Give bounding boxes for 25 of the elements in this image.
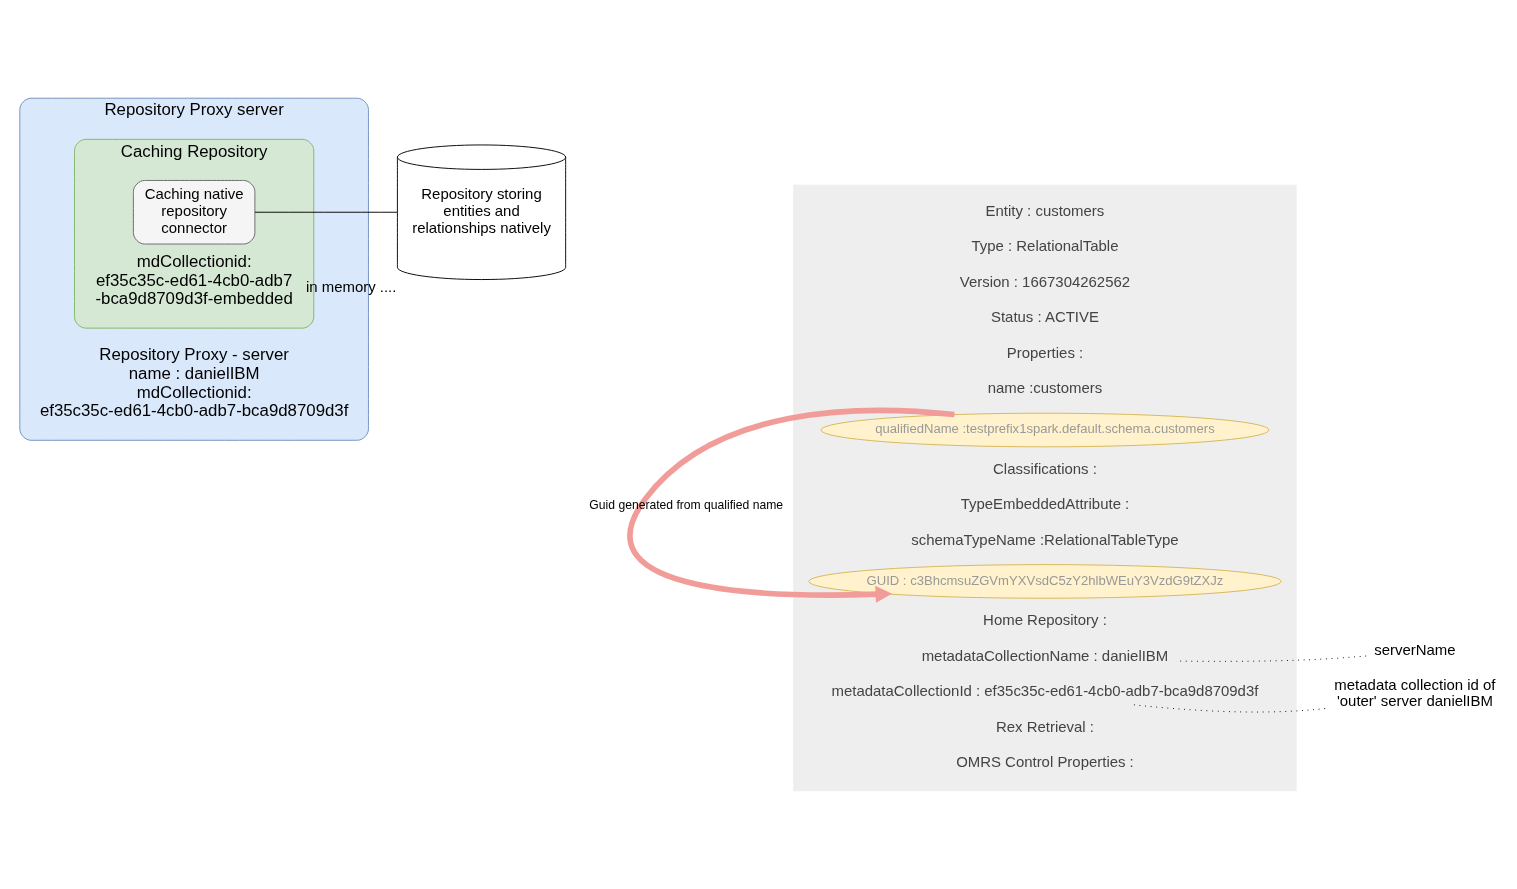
node-text: serverName <box>1374 641 1456 659</box>
node-text: Status : ACTIVE <box>991 308 1099 326</box>
node-text: OMRS Control Properties : <box>956 753 1134 771</box>
node-text: metadata collection id of 'outer' server danielIBM <box>1334 675 1496 710</box>
node-text: metadataCollectionId : ef35c35c-ed61-4cb0-adb7-bca9d8709d3f <box>831 682 1259 700</box>
node-text: TypeEmbeddedAttribute : <box>960 495 1130 513</box>
cluster <box>793 184 1297 792</box>
node-text: Version : 1667304262562 <box>959 272 1131 290</box>
edge-label: Guid generated from qualified name <box>589 497 784 512</box>
connector <box>1177 655 1367 662</box>
node-ellipse: GUID : c3BhcmsuZGVmYXVsdC5zY2hlbWEuY3VzdG9tZXJz <box>808 564 1282 599</box>
node-text: Type : RelationalTable <box>971 237 1119 255</box>
node-text: metadataCollectionName : danielIBM <box>921 646 1169 664</box>
node-text: Rex Retrieval : <box>995 717 1094 735</box>
connector <box>254 211 398 213</box>
arrow <box>627 407 955 603</box>
node-text: Properties : <box>1006 343 1084 361</box>
node-box: Caching native repository connector <box>132 180 256 245</box>
node-text: name :customers <box>987 379 1103 397</box>
node-text: schemaTypeName :RelationalTableType <box>911 530 1179 548</box>
node-text: Classifications : <box>993 459 1097 477</box>
node-ellipse: qualifiedName :testprefix1spark.default.schema.customers <box>820 412 1270 448</box>
node-text: Home Repository : <box>983 611 1107 629</box>
node-text: Entity : customers <box>985 201 1105 219</box>
node-label: in memory .... <box>305 277 397 295</box>
